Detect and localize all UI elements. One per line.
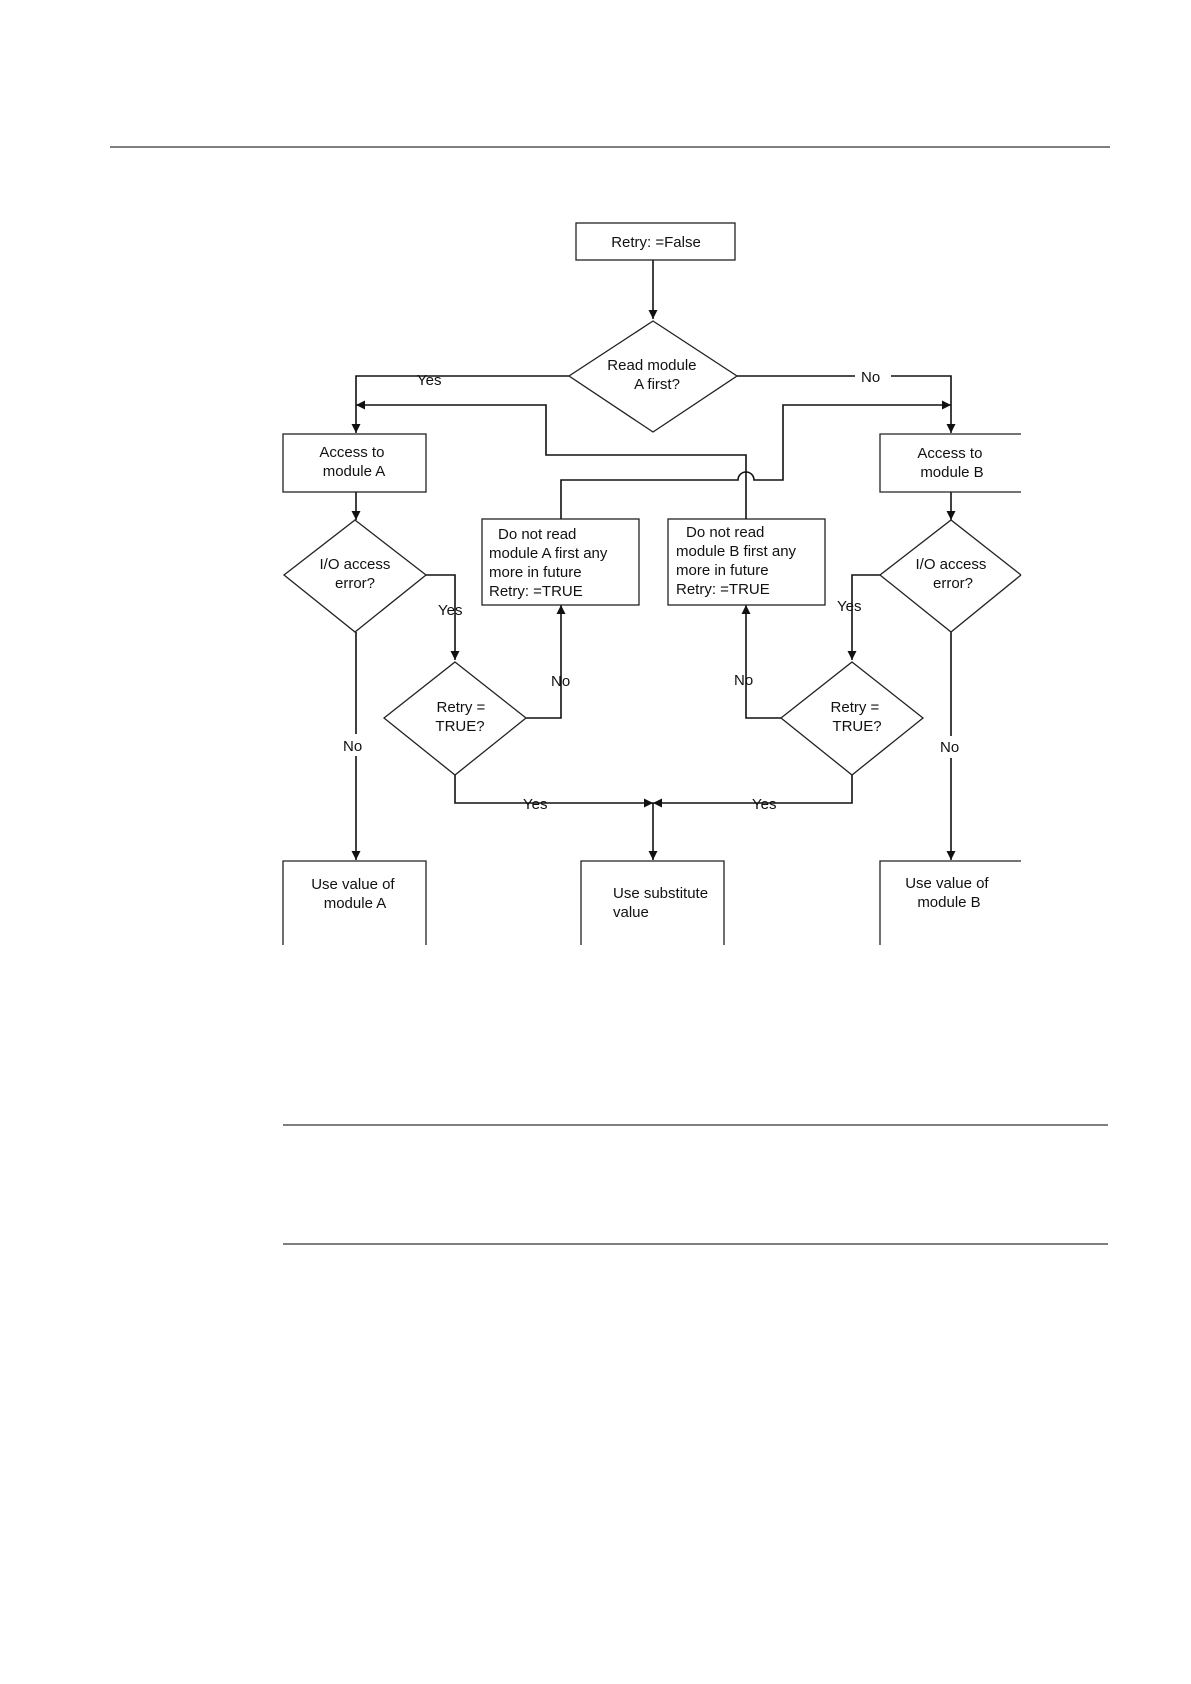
svg-text:I/O access error?: I/O access error?	[319, 556, 394, 592]
node-text-line: Retry: =TRUE	[676, 581, 770, 598]
node-text-line: Use substitute	[613, 885, 708, 902]
process-no-read-a: Do not read module A first any more in f…	[481, 518, 640, 606]
edge-noread-a-to-access-b	[560, 400, 951, 519]
node-text-line: Do not read	[498, 526, 576, 543]
node-text-line: Retry =	[831, 699, 880, 716]
label-error-a-no: No	[343, 738, 362, 755]
decision-retry-a: Retry = TRUE?	[382, 661, 528, 776]
node-text-line: module A first any	[489, 545, 608, 562]
node-text-line: TRUE?	[832, 718, 881, 735]
svg-text:Read module A first?: Read module A first?	[607, 357, 700, 393]
svg-text:Use value of module A: Use value of module A	[311, 876, 399, 912]
edge-read-no	[737, 375, 956, 433]
decision-io-error-a: I/O access error?	[282, 519, 428, 633]
node-text-line: Access to	[917, 445, 982, 462]
node-text-line: I/O access	[319, 556, 390, 573]
svg-text:Access to module B: Access to module B	[917, 445, 986, 481]
terminal-use-substitute: Use substitute value	[580, 860, 725, 945]
node-text-line: Retry =	[437, 699, 486, 716]
label-error-a-yes: Yes	[438, 602, 462, 619]
label-read-yes: Yes	[417, 372, 441, 389]
svg-text:Use value of module B: Use value of module B	[905, 875, 993, 911]
node-text-line: error?	[335, 575, 375, 592]
edge-retry-b-no	[741, 605, 781, 719]
edge-labels: Yes No Yes Yes No No No No Yes Yes	[340, 365, 968, 813]
node-text-line: I/O access	[915, 556, 986, 573]
edge-noread-b-to-access-a	[356, 400, 747, 519]
node-text-line: Retry: =TRUE	[489, 583, 583, 600]
node-text-line: module B	[917, 894, 980, 911]
svg-text:Retry = TRUE?: Retry = TRUE?	[831, 699, 884, 735]
node-text-line: module A	[324, 895, 387, 912]
node-retry-false-box: Retry: =False	[575, 222, 736, 261]
edge-error-b-yes	[847, 574, 880, 660]
process-no-read-b: Do not read module B first any more in f…	[667, 518, 826, 606]
svg-text:Retry = TRUE?: Retry = TRUE?	[435, 699, 489, 735]
node-text-line: module A	[323, 463, 386, 480]
node-text-line: A first?	[634, 376, 680, 393]
svg-text:Access to module A: Access to module A	[319, 444, 388, 480]
svg-text:Do not read module A fir: Do not read module A first any more in f…	[489, 526, 612, 600]
node-text-line: Do not read	[686, 524, 764, 541]
node-text-line: module B	[920, 464, 983, 481]
node-label: Retry: =False	[611, 234, 701, 251]
node-text-line: TRUE?	[435, 718, 484, 735]
process-access-module-b: Access to module B	[879, 433, 1021, 493]
svg-text:Do not read module B fir: Do not read module B first any more in f…	[676, 524, 800, 598]
edge-error-a-yes	[426, 574, 460, 660]
terminal-use-value-b: Use value of module B	[879, 860, 1021, 945]
label-error-b-yes: Yes	[837, 598, 861, 615]
label-read-no: No	[861, 369, 880, 386]
edge-read-yes	[351, 375, 569, 433]
edge-retry-a-yes	[454, 775, 653, 808]
node-text-line: Access to	[319, 444, 384, 461]
decision-read-module-a-first: Read module A first?	[567, 320, 739, 433]
node-text-line: value	[613, 904, 649, 921]
node-text-line: more in future	[676, 562, 769, 579]
label-retry-a-no: No	[551, 673, 570, 690]
label-error-b-no: No	[940, 739, 959, 756]
node-text-line: module B first any	[676, 543, 797, 560]
node-text-line: error?	[933, 575, 973, 592]
node-text-line: Read module	[607, 357, 696, 374]
node-text-line: Retry: =False	[611, 234, 701, 251]
node-text-line: Use value of	[311, 876, 395, 893]
node-text-line: more in future	[489, 564, 582, 581]
node-text-line: Use value of	[905, 875, 989, 892]
label-retry-b-yes: Yes	[752, 796, 776, 813]
terminal-use-value-a: Use value of module A	[282, 860, 427, 945]
edge-retry-a-no	[526, 605, 566, 719]
edge-retry-b-yes	[653, 775, 853, 808]
decision-retry-b: Retry = TRUE?	[779, 661, 925, 776]
process-access-module-a: Access to module A	[282, 433, 427, 493]
decision-io-error-b: I/O access error?	[878, 519, 1022, 633]
svg-text:I/O access error?: I/O access error?	[915, 556, 990, 592]
label-retry-a-yes: Yes	[523, 796, 547, 813]
label-retry-b-no: No	[734, 672, 753, 689]
svg-text:Use substitute value: Use substitute value	[613, 885, 712, 921]
